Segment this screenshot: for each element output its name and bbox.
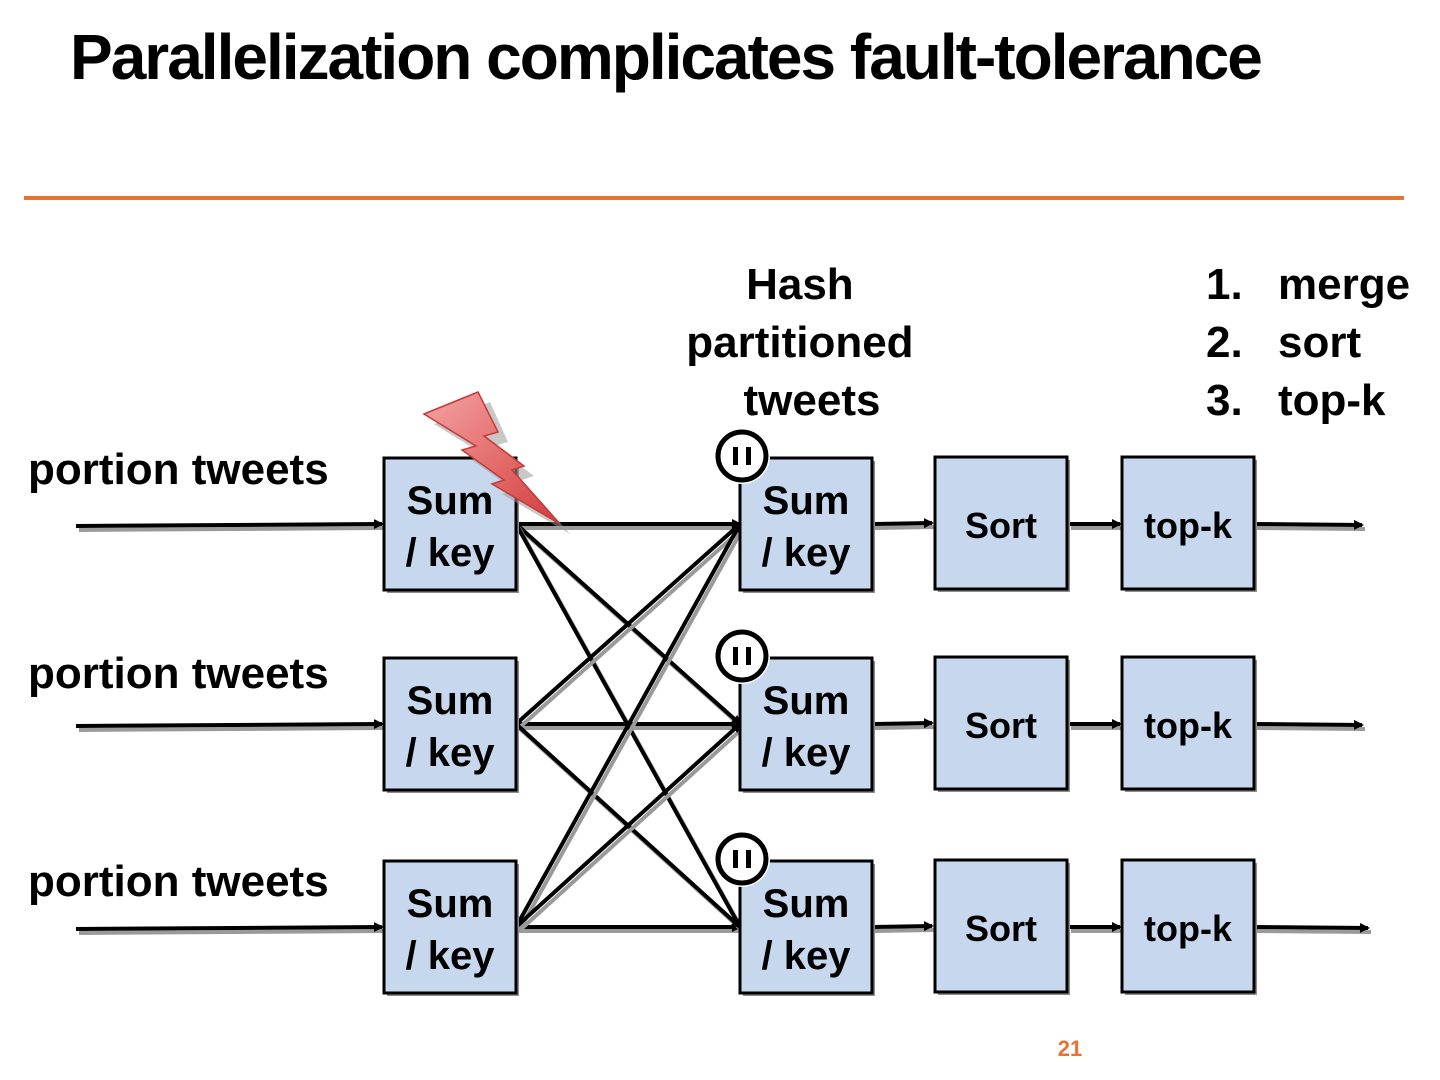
input-label: portion tweets [28, 857, 329, 906]
sum-key-label: / key [406, 531, 496, 575]
pause-icon [714, 831, 770, 887]
output-arrow-shadow [1256, 929, 1372, 934]
sort-arrow [871, 921, 934, 932]
sum-key-label: / key [406, 934, 496, 978]
input-label: portion tweets [28, 445, 329, 494]
step-number: 3. [1206, 376, 1243, 425]
sum-key-label: Sum [407, 479, 494, 523]
sort-arrow-shadow [874, 928, 936, 933]
input-arrow [75, 719, 384, 730]
step-number: 2. [1206, 318, 1243, 367]
connections [75, 518, 1372, 935]
sum-key-label: / key [762, 531, 852, 575]
topk-label: top-k [1144, 705, 1233, 746]
step-text: sort [1278, 318, 1361, 367]
input-label: portion tweets [28, 649, 329, 698]
pause-icon [714, 428, 770, 484]
sort-label: Sort [965, 908, 1037, 949]
slide-title: Parallelization complicates fault-tolera… [70, 21, 1263, 93]
sort-box [933, 455, 1069, 591]
sort-box [933, 655, 1069, 791]
hash-partition-label: Hash partitioned tweets [686, 260, 926, 425]
sum-key-box [382, 656, 518, 792]
step-text: merge [1278, 260, 1410, 309]
sum-key-label: / key [762, 934, 852, 978]
output-arrow-shadow [1256, 526, 1366, 531]
sort-label: Sort [965, 705, 1037, 746]
pause-icon [714, 628, 770, 684]
input-arrow-shadow [78, 726, 386, 732]
sum-key-label: Sum [763, 479, 850, 523]
steps-list: 1. merge 2. sort 3. top-k [1206, 260, 1410, 425]
sum-key-label: / key [762, 731, 852, 775]
output-arrow-shadow [1256, 726, 1366, 731]
topk-box [1120, 655, 1256, 791]
sort-label: Sort [965, 505, 1037, 546]
shuffle-arrow [514, 722, 742, 929]
step-text: top-k [1278, 376, 1386, 425]
title-divider [24, 196, 1404, 200]
shuffle-arrow [514, 522, 742, 928]
topk-box [1120, 858, 1256, 994]
sum-key-label: Sum [763, 679, 850, 723]
input-arrow-shadow [78, 526, 386, 532]
page-number: 21 [1057, 1036, 1083, 1061]
shuffle-arrow [514, 522, 742, 726]
sum-key-box [382, 859, 518, 995]
input-arrow-shadow [78, 929, 386, 935]
merge-sum-key-box [738, 456, 874, 592]
sum-key-label: Sum [407, 679, 494, 723]
merge-sum-key-box [738, 859, 874, 995]
input-arrow [75, 519, 384, 530]
topk-label: top-k [1144, 505, 1233, 546]
topk-label: top-k [1144, 908, 1233, 949]
sum-key-label: Sum [407, 882, 494, 926]
sort-arrow [871, 718, 934, 729]
lightning-bolt-icon [422, 391, 570, 534]
sum-key-label: / key [406, 731, 496, 775]
input-arrow [75, 922, 384, 933]
sort-arrow-shadow [874, 525, 936, 530]
sum-key-label: Sum [763, 882, 850, 926]
output-arrow [1253, 519, 1364, 530]
output-arrow [1253, 922, 1370, 933]
output-arrow [1253, 719, 1364, 730]
sum-key-box [382, 456, 518, 592]
sort-arrow-shadow [874, 725, 936, 730]
sort-arrow [871, 518, 934, 529]
shuffle-arrow-shadow [517, 527, 745, 932]
topk-box [1120, 455, 1256, 591]
shuffle-arrow-shadow [517, 526, 745, 730]
sort-box [933, 858, 1069, 994]
step-number: 1. [1206, 260, 1243, 309]
shuffle-arrow-shadow [517, 726, 745, 933]
merge-sum-key-box [738, 656, 874, 792]
